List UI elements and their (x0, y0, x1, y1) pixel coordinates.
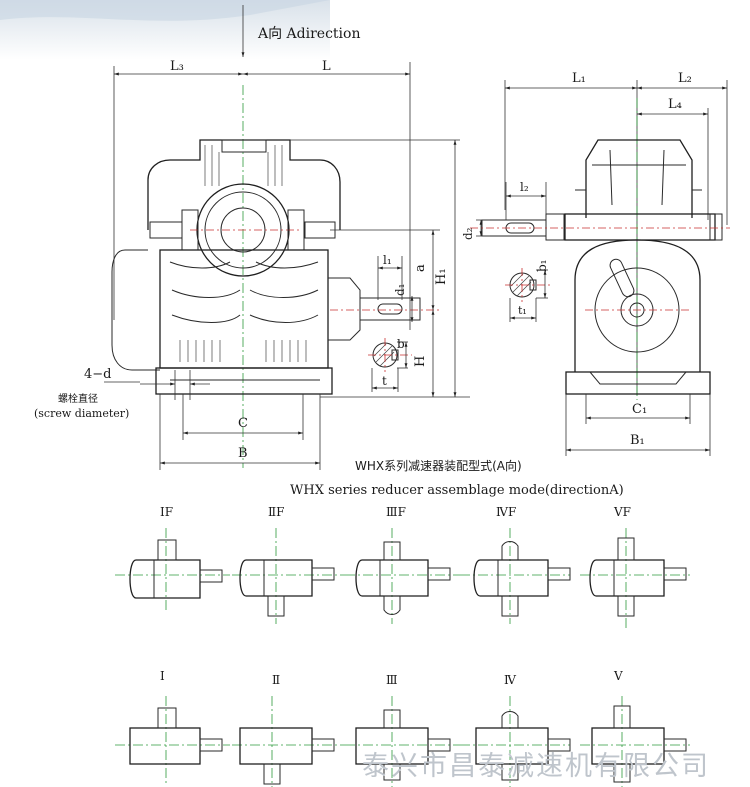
background-streak (0, 0, 330, 60)
mode-label-VF: ⅤF (613, 505, 631, 519)
dim-b1: b₁ (535, 260, 549, 273)
mode-diagram-IIIF (345, 528, 460, 624)
dim-C: C (238, 416, 248, 431)
mode-diagram-IF (115, 528, 230, 612)
dim-d2: d₂ (461, 227, 475, 240)
dim-L4: L₄ (668, 97, 682, 112)
assembly-row-1: ⅠF ⅡF ⅢF ⅣF ⅤF (115, 505, 690, 630)
dim-B1: B₁ (630, 433, 645, 448)
dim-H: H (413, 356, 428, 367)
dim-L: L (322, 59, 331, 74)
front-view: A向 Adirection L₃ L (34, 5, 470, 470)
mode-label-IVF: ⅣF (496, 505, 516, 519)
bolt-label-cn: 螺栓直径 (58, 392, 98, 405)
dim-l2: l₂ (520, 180, 529, 194)
watermark-company: 泰兴市昌泰减速机有限公司 (362, 751, 710, 782)
side-view: L₁ L₂ L₄ l₂ d₂ (461, 71, 730, 456)
dim-C1: C₁ (632, 402, 647, 417)
mode-diagram-VF (580, 528, 690, 630)
dim-b: b (397, 337, 405, 351)
mode-diagram-IV (460, 696, 571, 787)
mode-label-IV: Ⅳ (504, 673, 517, 687)
mode-label-V: Ⅴ (613, 669, 623, 683)
dim-L1: L₁ (572, 71, 586, 86)
dim-a: a (413, 264, 428, 272)
dim-H1: H₁ (434, 268, 449, 285)
mode-diagram-IIF (232, 528, 345, 624)
dim-L2: L₂ (678, 71, 692, 86)
mode-label-I: Ⅰ (160, 669, 165, 683)
mode-label-IIIF: ⅢF (386, 505, 406, 519)
dim-l1: l₁ (383, 253, 392, 267)
mode-diagram-IVF (460, 528, 571, 624)
mode-diagram-II (232, 696, 345, 787)
assembly-title-cn: WHX系列减速器装配型式(A向) (355, 458, 522, 473)
mode-diagram-V (580, 696, 690, 787)
dim-d1: d₁ (393, 284, 407, 297)
dim-t1: t₁ (518, 304, 527, 317)
direction-label: A向 Adirection (257, 26, 360, 42)
mode-diagram-III (345, 696, 460, 787)
mode-label-IIF: ⅡF (268, 505, 284, 519)
dim-4-d: 4−d (84, 367, 112, 382)
mode-label-III: Ⅲ (386, 673, 398, 687)
mode-label-IF: ⅠF (160, 505, 173, 519)
bolt-label-en: (screw diameter) (34, 407, 129, 420)
dim-t: t (382, 374, 387, 388)
assembly-row-2: Ⅰ Ⅱ Ⅲ Ⅳ Ⅴ (115, 669, 690, 787)
mode-label-II: Ⅱ (272, 673, 280, 687)
dim-B: B (238, 446, 248, 461)
assembly-title-en: WHX series reducer assemblage mode(direc… (290, 483, 624, 498)
dim-L3: L₃ (170, 59, 184, 74)
mode-diagram-I (115, 696, 230, 785)
